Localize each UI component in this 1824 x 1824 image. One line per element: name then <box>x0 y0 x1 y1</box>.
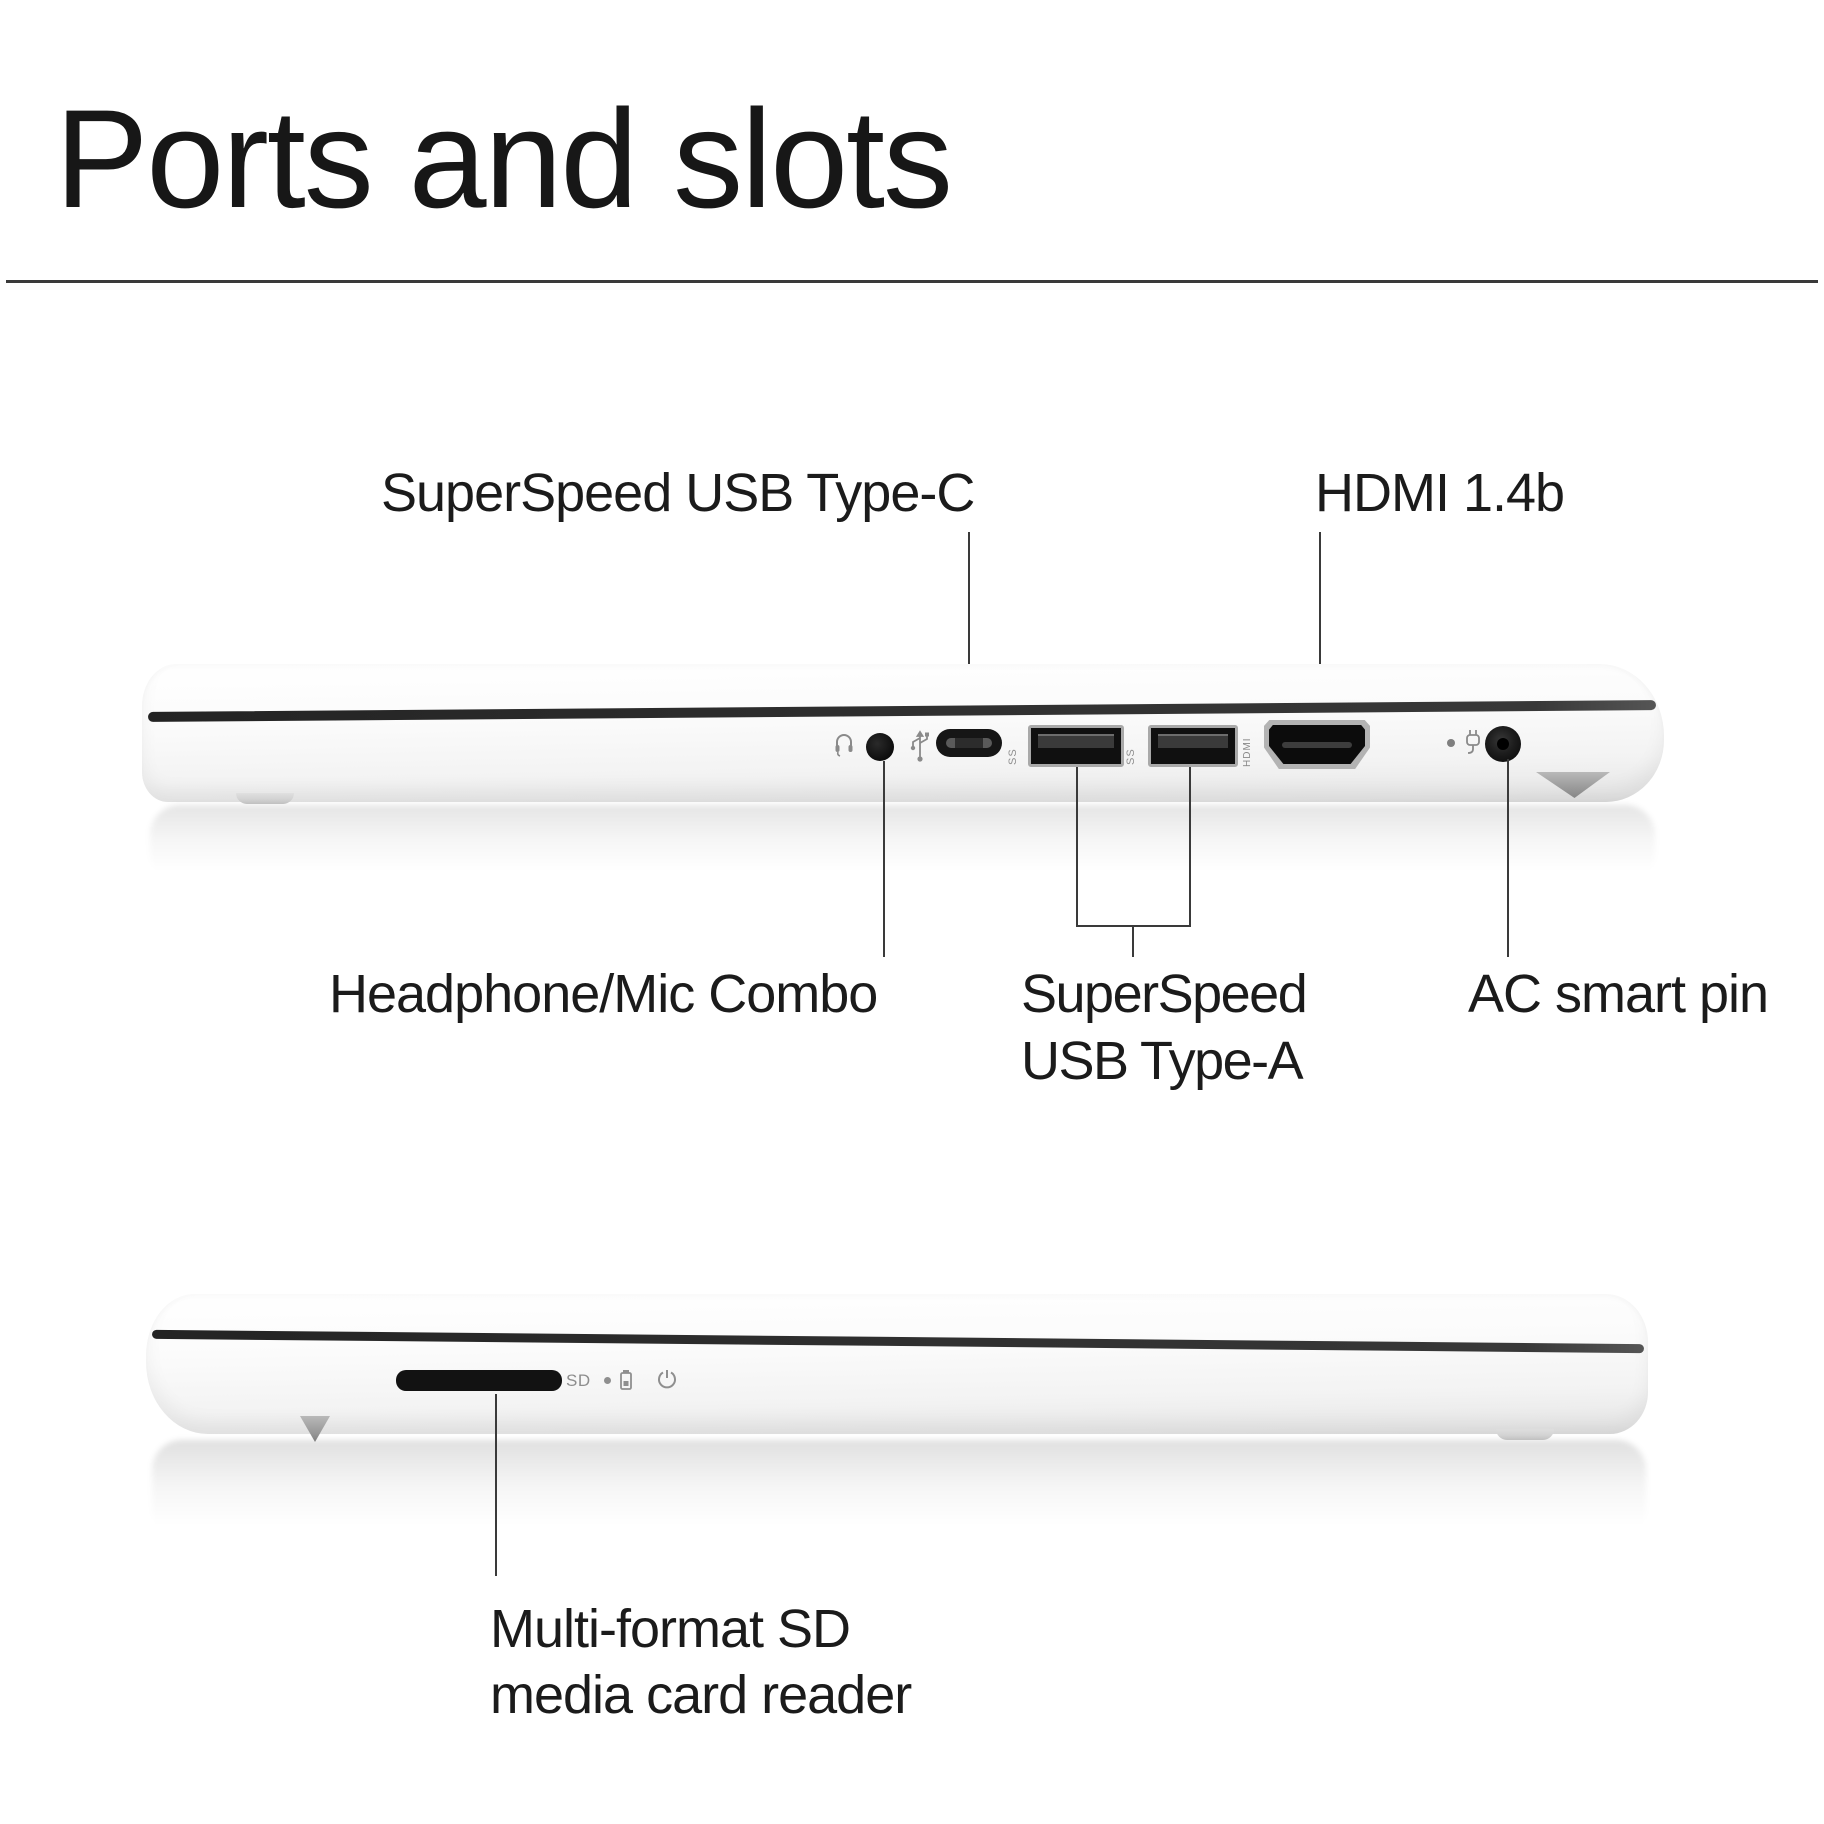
hdmi-marking: HDMI <box>1242 737 1253 767</box>
callout-line-hdmi <box>1319 532 1321 724</box>
laptop2-reflection <box>152 1440 1646 1540</box>
status-led <box>604 1377 611 1384</box>
power-icon <box>656 1368 678 1390</box>
callout-line-sd-reader <box>495 1394 497 1576</box>
sd-marking: SD <box>566 1371 591 1390</box>
label-usb-type-a-line1: SuperSpeed <box>1021 964 1308 1024</box>
laptop-left-side-view <box>146 1294 1648 1434</box>
hdmi-port-slot <box>1282 742 1352 748</box>
usb-type-a-port-2 <box>1148 725 1238 767</box>
usb-type-a-port-1 <box>1028 725 1124 767</box>
label-usb-type-a-line2: USB Type-A <box>1021 1031 1304 1091</box>
page-title: Ports and slots <box>55 80 953 237</box>
headphone-jack-port <box>866 733 894 761</box>
callout-line-ac-pin <box>1507 759 1509 957</box>
superspeed-usb-marking: SS <box>1125 748 1137 765</box>
charging-led <box>1447 739 1455 747</box>
usb-a-tongue <box>1158 734 1228 748</box>
hdmi-port <box>1264 720 1370 769</box>
laptop2-right-foot <box>1496 1429 1554 1440</box>
usb-type-c-tongue <box>946 738 992 748</box>
callout-line-headphone <box>883 761 885 957</box>
usb-type-c-port <box>936 729 1002 757</box>
laptop1-left-foot <box>236 793 294 804</box>
battery-icon <box>618 1369 634 1391</box>
laptop1-reflection <box>150 805 1655 883</box>
callout-line-usb-a1 <box>1076 767 1078 927</box>
ac-power-plug-icon <box>1461 726 1485 758</box>
callout-line-usb-type-c <box>968 532 970 732</box>
callout-stem-usb-a <box>1132 927 1134 957</box>
usb-a-tongue <box>1038 734 1114 748</box>
label-hdmi: HDMI 1.4b <box>1315 463 1565 523</box>
label-headphone-mic-combo: Headphone/Mic Combo <box>329 964 878 1024</box>
callout-bracket-usb-a <box>1076 925 1191 927</box>
superspeed-usb-marking: SS <box>1007 748 1019 765</box>
headphone-icon <box>834 732 854 758</box>
callout-line-usb-a2 <box>1189 767 1191 927</box>
laptop-right-side-view <box>142 664 1664 802</box>
label-sd-reader-line2: media card reader <box>490 1665 912 1725</box>
label-usb-type-c: SuperSpeed USB Type-C <box>381 463 975 523</box>
sd-card-slot <box>396 1370 562 1391</box>
ac-pin-hole <box>1497 738 1509 750</box>
label-sd-reader-line1: Multi-format SD <box>490 1599 851 1659</box>
ac-smart-pin-port <box>1485 726 1521 762</box>
label-ac-smart-pin: AC smart pin <box>1468 964 1769 1024</box>
usb-icon <box>908 727 932 763</box>
title-divider <box>6 280 1818 283</box>
